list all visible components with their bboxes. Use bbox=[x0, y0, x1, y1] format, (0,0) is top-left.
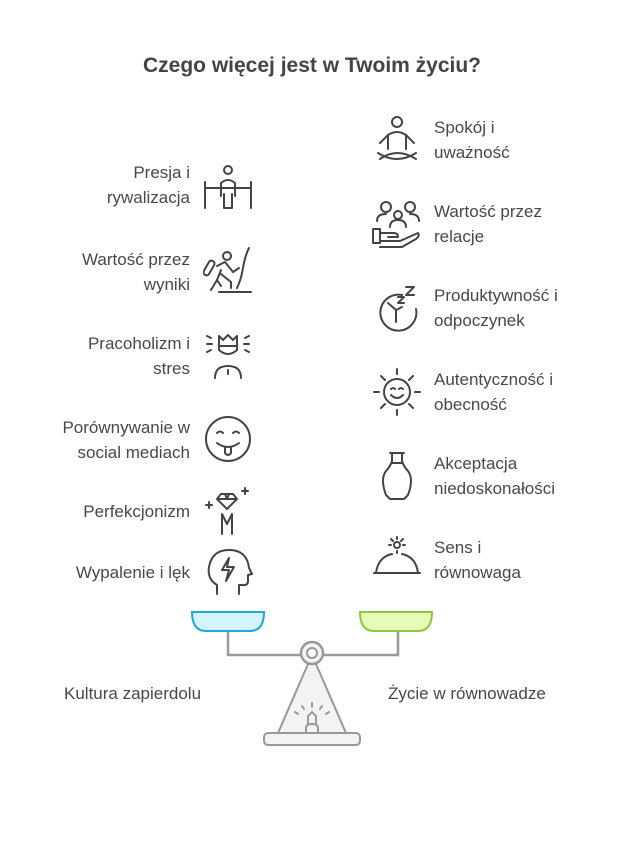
right-pan bbox=[358, 611, 434, 632]
stressed-crown-head-icon bbox=[206, 334, 250, 379]
light-icon bbox=[294, 702, 330, 734]
scale-base bbox=[263, 732, 361, 746]
left-item-perfectionism: Perfekcjonizm bbox=[83, 502, 190, 521]
people-in-hand-icon bbox=[372, 201, 420, 248]
diamond-icon bbox=[205, 487, 249, 535]
scale-stand bbox=[276, 663, 348, 734]
cloche-icon bbox=[373, 536, 421, 574]
page-title: Czego więcej jest w Twoim życiu? bbox=[142, 54, 482, 77]
left-pan bbox=[190, 611, 266, 632]
left-item-burnout: Wypalenie i lęk bbox=[75, 563, 190, 582]
tongue-face-icon bbox=[205, 416, 251, 462]
clock-sleep-icon bbox=[379, 286, 418, 332]
person-at-finish-line-icon bbox=[204, 165, 252, 209]
meditation-icon bbox=[377, 116, 417, 160]
sun-smile-icon bbox=[373, 368, 421, 416]
vase-icon bbox=[382, 452, 412, 500]
head-lightning-icon bbox=[207, 549, 253, 595]
climber-icon bbox=[203, 247, 252, 293]
right-side-label: Życie w równowadze bbox=[388, 684, 546, 703]
left-side-label: Kultura zapierdolu bbox=[64, 684, 202, 703]
